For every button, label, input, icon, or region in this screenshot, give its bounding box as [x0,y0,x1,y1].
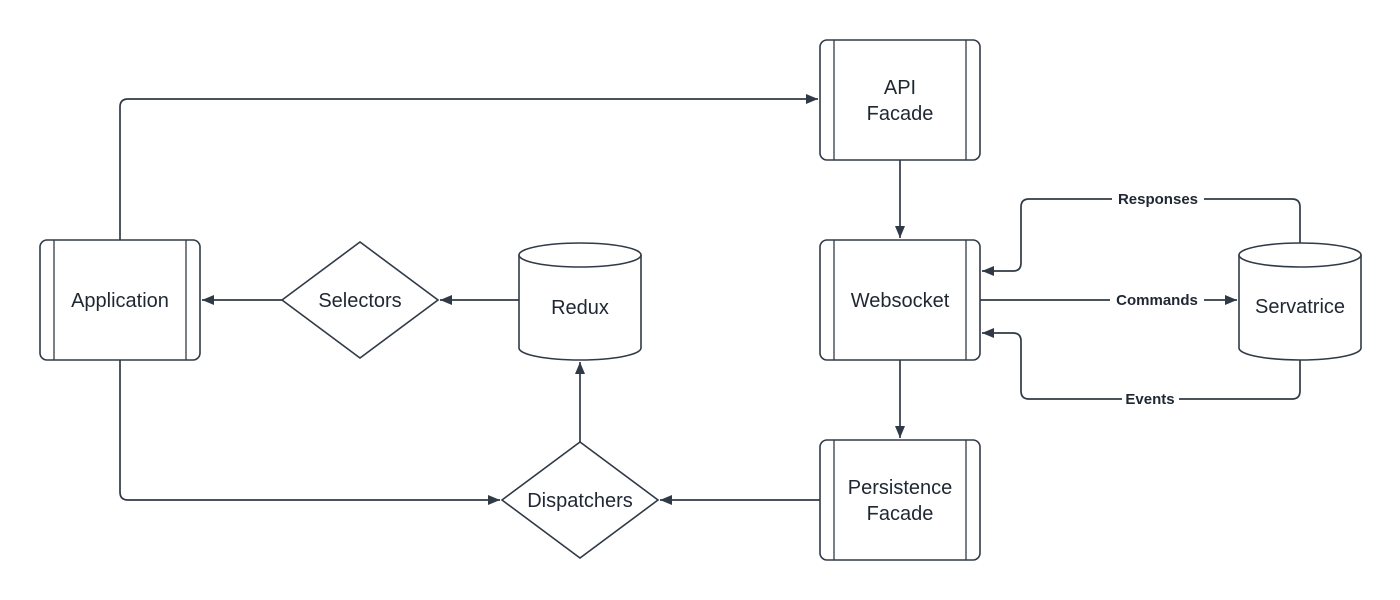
node-persistence-facade: Persistence Facade [819,439,981,561]
database-top [1238,242,1362,268]
edge-label-bg [1110,292,1204,308]
node-dispatchers: Dispatchers [500,441,660,559]
edge-application-to-api-facade [119,94,818,240]
node-selectors: Selectors [280,241,440,359]
node-label-line1: API [884,77,916,99]
database-top [518,242,642,268]
edge-label-bg [1122,391,1179,407]
node-label: Dispatchers [527,490,633,512]
node-label-line1: Persistence [848,477,953,499]
node-redux: Redux [518,242,642,361]
node-websocket: Websocket [819,239,981,361]
process-shape [39,239,201,361]
edge-label-events: Events [1122,391,1179,408]
database-body [1238,255,1362,361]
node-label: Redux [551,297,609,319]
database-body [518,255,642,361]
edge-servatrice-events-to-websocket [982,328,1301,400]
edge-label-responses: Responses [1112,191,1204,208]
edge-application-to-dispatchers [119,360,500,505]
edge-label-commands: Commands [1110,292,1204,309]
node-api-facade: API Facade [819,39,981,161]
node-label: Servatrice [1255,296,1345,318]
process-shape [819,239,981,361]
process-shape [819,39,981,161]
node-label-line2: Facade [867,103,934,125]
decision-shape [500,441,660,559]
decision-shape [280,241,440,359]
node-servatrice: Servatrice [1238,242,1362,361]
process-shape [819,439,981,561]
node-label-line2: Facade [867,503,934,525]
node-label: Websocket [851,290,950,312]
edge-servatrice-responses-to-websocket [982,198,1301,276]
edge-label-text: Commands [1116,292,1198,309]
node-label: Application [71,290,169,312]
edge-label-bg [1112,191,1204,207]
node-label: Selectors [318,290,401,312]
node-application: Application [39,239,201,361]
edge-label-text: Events [1125,391,1174,408]
edge-label-text: Responses [1118,191,1198,208]
